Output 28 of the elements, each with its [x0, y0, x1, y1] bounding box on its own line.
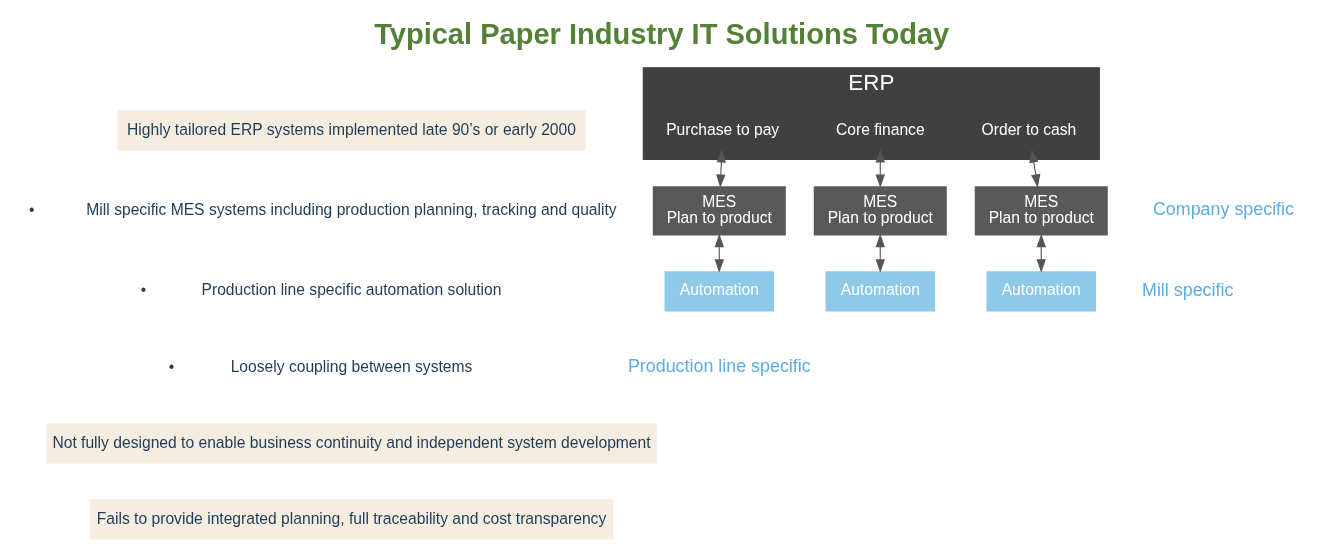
label: •: [140, 281, 147, 299]
node-box: Automation: [825, 271, 936, 312]
node-box: Highly tailored ERP systems implemented late 90’s or early 2000: [117, 110, 586, 151]
node-box: MES Plan to product: [974, 186, 1108, 236]
node-box: Automation: [986, 271, 1096, 312]
label: •: [168, 357, 175, 375]
diagram-title: Typical Paper Industry IT Solutions Today: [374, 18, 950, 51]
node-text: Purchase to pay: [666, 120, 780, 138]
arrow: [716, 149, 726, 188]
node-text: Core finance: [835, 120, 925, 138]
node-box: MES Plan to product: [652, 186, 786, 236]
arrow: [1029, 149, 1041, 188]
label: Mill specific: [1142, 279, 1234, 300]
node-box: Fails to provide integrated planning, full traceability and cost transparency: [89, 499, 614, 540]
label: Mill specific MES systems including production planning, tracking and quality: [86, 201, 617, 218]
label: Production line specific automation solution: [201, 281, 502, 299]
arrow: [1036, 233, 1046, 273]
node-box: MES Plan to product: [813, 186, 947, 236]
label: •: [29, 201, 35, 218]
arrow: [714, 233, 724, 273]
label: Company specific: [1152, 199, 1294, 220]
label: Loosely coupling between systems: [230, 357, 473, 375]
label: Production line specific: [627, 355, 811, 376]
node-box: Not fully designed to enable business continuity and independent system development: [46, 423, 657, 464]
node-text: Order to cash: [981, 120, 1077, 138]
arrow: [875, 149, 885, 188]
node-box: Automation: [664, 271, 775, 312]
arrow: [875, 233, 885, 273]
